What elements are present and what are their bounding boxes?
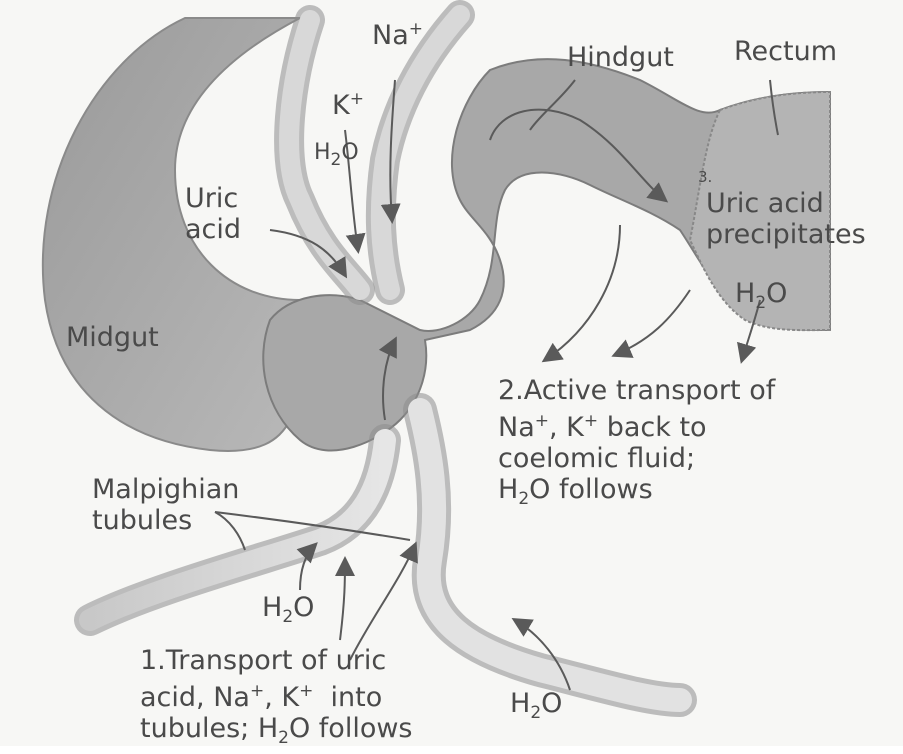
arrow-reabsorb-1 — [545, 225, 620, 360]
label-h2o-top: H2O — [314, 140, 359, 173]
label-rectum: Rectum — [734, 36, 837, 67]
arrow-tubule-up-2 — [340, 560, 345, 640]
label-midgut: Midgut — [66, 322, 159, 353]
arrow-tubule-up-3 — [350, 545, 415, 660]
midgut-shape — [43, 18, 300, 451]
label-malpighian-tubules: Malpighian tubules — [92, 474, 239, 536]
label-uric-acid: Uric acid — [185, 183, 241, 245]
label-uric-acid-precipitates: Uric acid precipitates — [706, 188, 866, 250]
label-step2: 2.Active transport of Na+, K+ back to co… — [498, 375, 775, 515]
label-hindgut: Hindgut — [567, 42, 674, 73]
label-h2o-tubule: H2O — [262, 592, 314, 633]
arrow-reabsorb-2 — [615, 290, 690, 355]
label-h2o-bottom: H2O — [510, 688, 562, 729]
label-k: K+ — [332, 84, 364, 121]
label-h2o-rectum: H2O — [735, 278, 787, 319]
label-na: Na+ — [372, 14, 423, 51]
label-step3-number: 3. — [698, 168, 712, 186]
label-step1: 1.Transport of uric acid, Na+, K+ into t… — [140, 645, 413, 754]
